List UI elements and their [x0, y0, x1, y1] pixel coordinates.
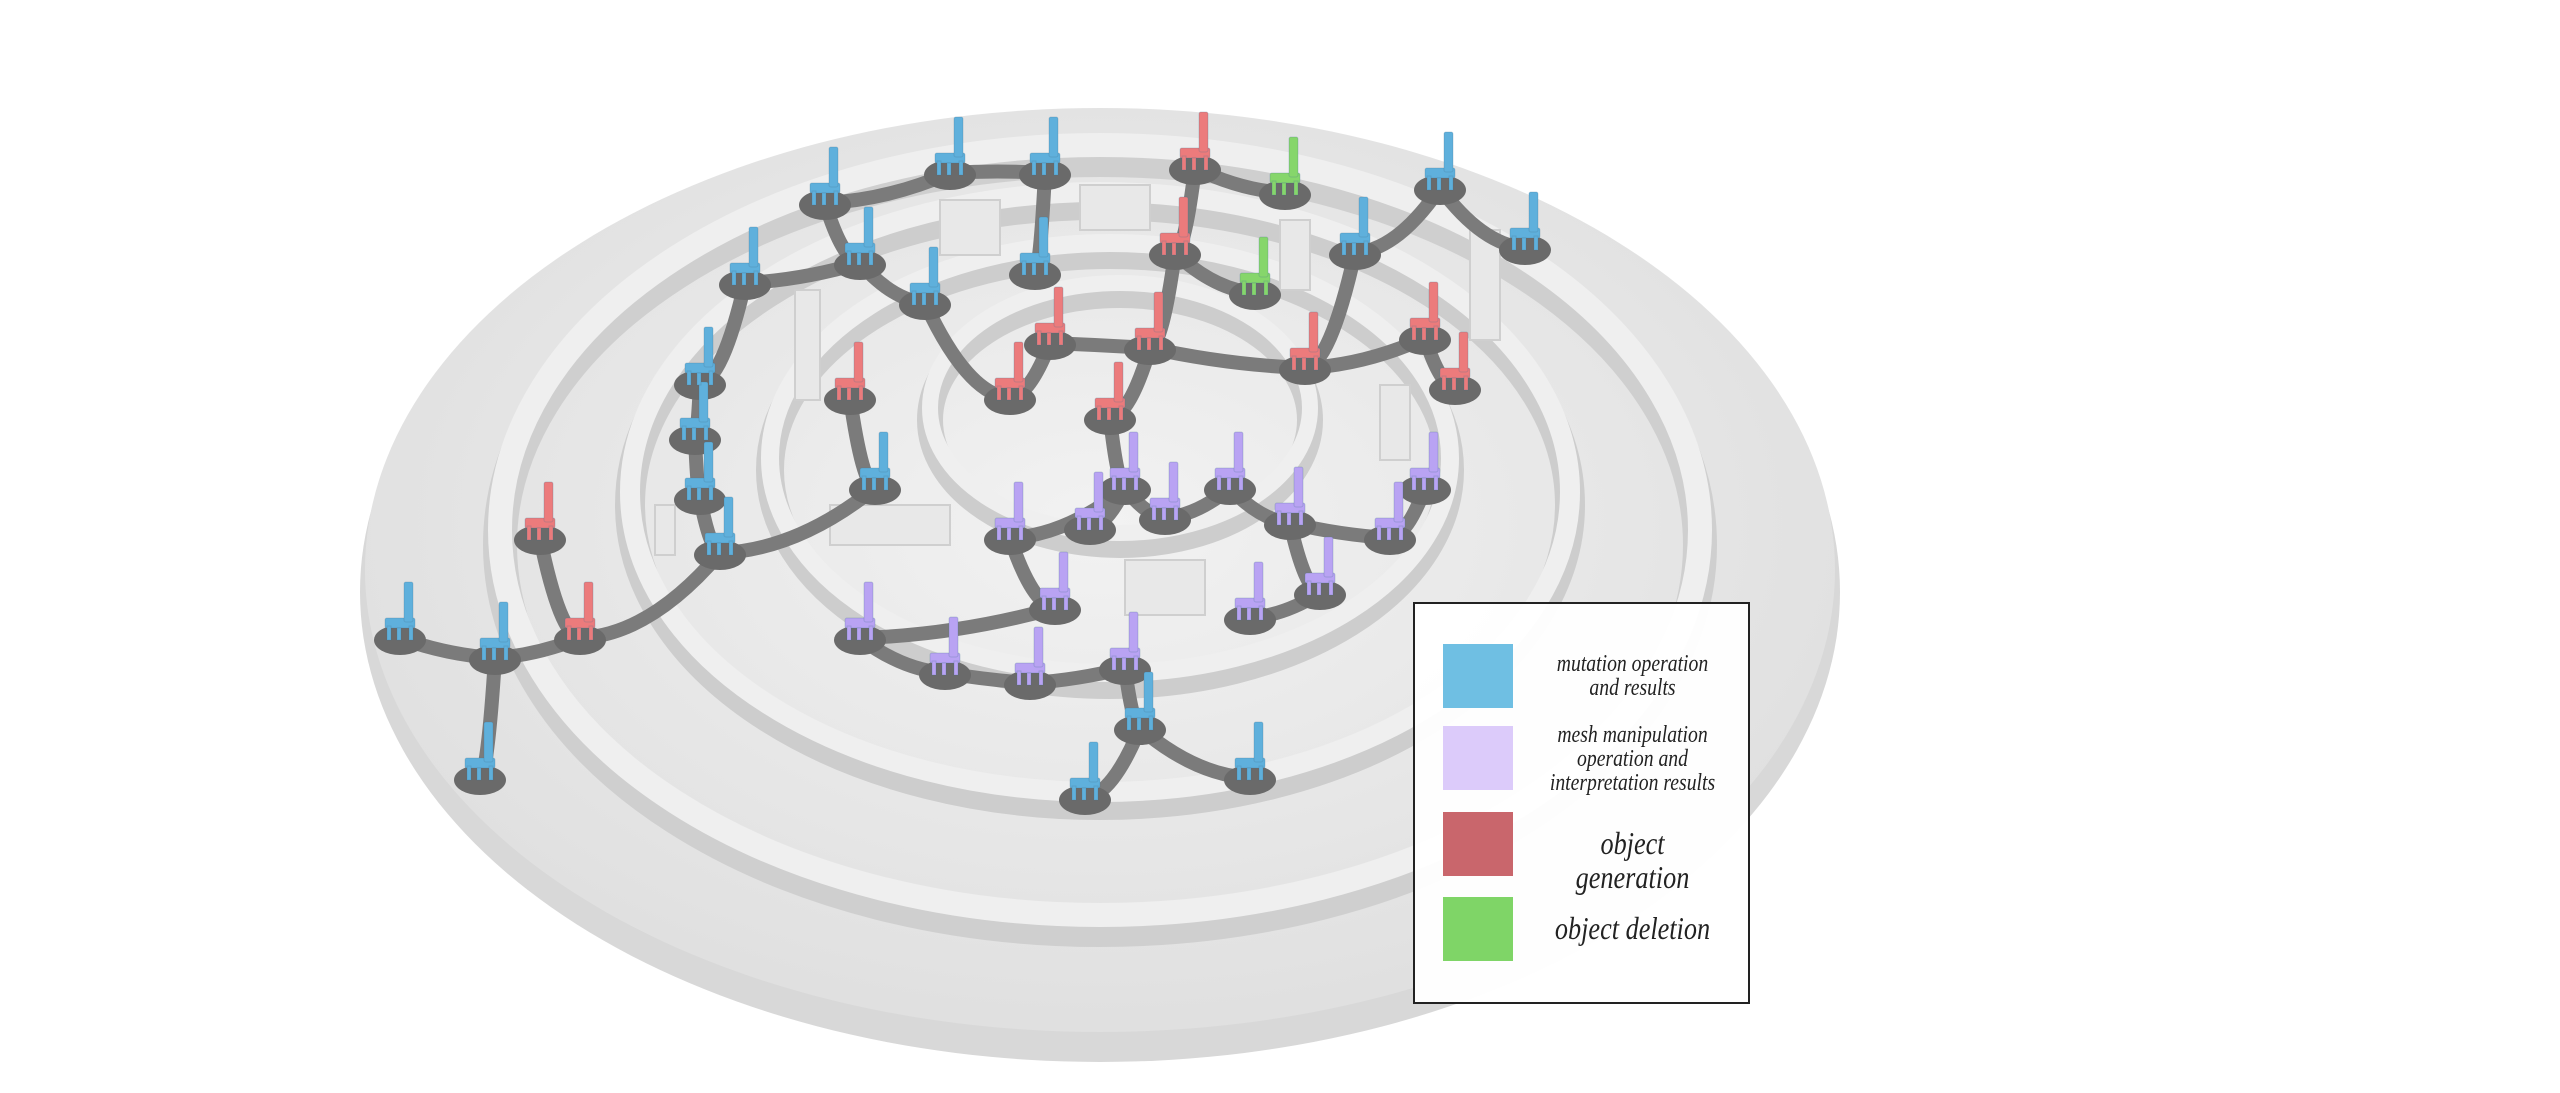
chair-model [859, 431, 891, 491]
legend-swatch-object-deletion [1443, 897, 1513, 961]
legend-swatch-mesh-manipulation [1443, 726, 1513, 790]
chair-model [564, 581, 596, 641]
chair-model [479, 601, 511, 661]
chair-model [1109, 431, 1141, 491]
chair-model [1014, 626, 1046, 686]
chair-model [1339, 196, 1371, 256]
legend-label-mesh-manipulation: mesh manipulation operation and interpre… [1549, 722, 1716, 796]
chair-model [1234, 721, 1266, 781]
chair-model [729, 226, 761, 286]
chair-model [1439, 331, 1471, 391]
legend-label-object-generation: object generation [1575, 825, 1690, 895]
chair-model [1409, 281, 1441, 341]
chair-model [809, 146, 841, 206]
chair-model [1289, 311, 1321, 371]
chair-model [844, 206, 876, 266]
legend-swatch-object-generation [1443, 812, 1513, 876]
legend-box: mutation operation and results mesh mani… [1413, 602, 1750, 1004]
chair-model [679, 381, 711, 441]
chair-model [1134, 291, 1166, 351]
chair-model [1214, 431, 1246, 491]
legend-label-mutation: mutation operation and results [1556, 651, 1709, 701]
chair-model [1094, 361, 1126, 421]
chair-model [834, 341, 866, 401]
chair-model [934, 116, 966, 176]
chair-model [1034, 286, 1066, 346]
legend-swatch-mutation [1443, 644, 1513, 708]
chair-model [384, 581, 416, 641]
chair-model [994, 481, 1026, 541]
chair-model [684, 441, 716, 501]
chair-model [684, 326, 716, 386]
chair-model [1509, 191, 1541, 251]
chair-model [1069, 741, 1101, 801]
chair-model [929, 616, 961, 676]
chair-model [464, 721, 496, 781]
chair-model [704, 496, 736, 556]
chair-model [1039, 551, 1071, 611]
chair-model [1304, 536, 1336, 596]
chair-model [524, 481, 556, 541]
chair-model [1374, 481, 1406, 541]
chair-model [1149, 461, 1181, 521]
chair-model [1409, 431, 1441, 491]
chair-model [844, 581, 876, 641]
chair-model [1019, 216, 1051, 276]
chair-model [909, 246, 941, 306]
chair-model [1159, 196, 1191, 256]
chair-model [1269, 136, 1301, 196]
chair-model [1109, 611, 1141, 671]
legend-label-object-deletion: object deletion [1554, 910, 1711, 946]
chair-model [994, 341, 1026, 401]
chair-model [1274, 466, 1306, 526]
chair-models [384, 111, 1541, 801]
chair-model [1074, 471, 1106, 531]
chair-model [1029, 116, 1061, 176]
chair-model [1424, 131, 1456, 191]
chair-model [1179, 111, 1211, 171]
chair-model [1234, 561, 1266, 621]
chair-model [1124, 671, 1156, 731]
chair-model [1239, 236, 1271, 296]
